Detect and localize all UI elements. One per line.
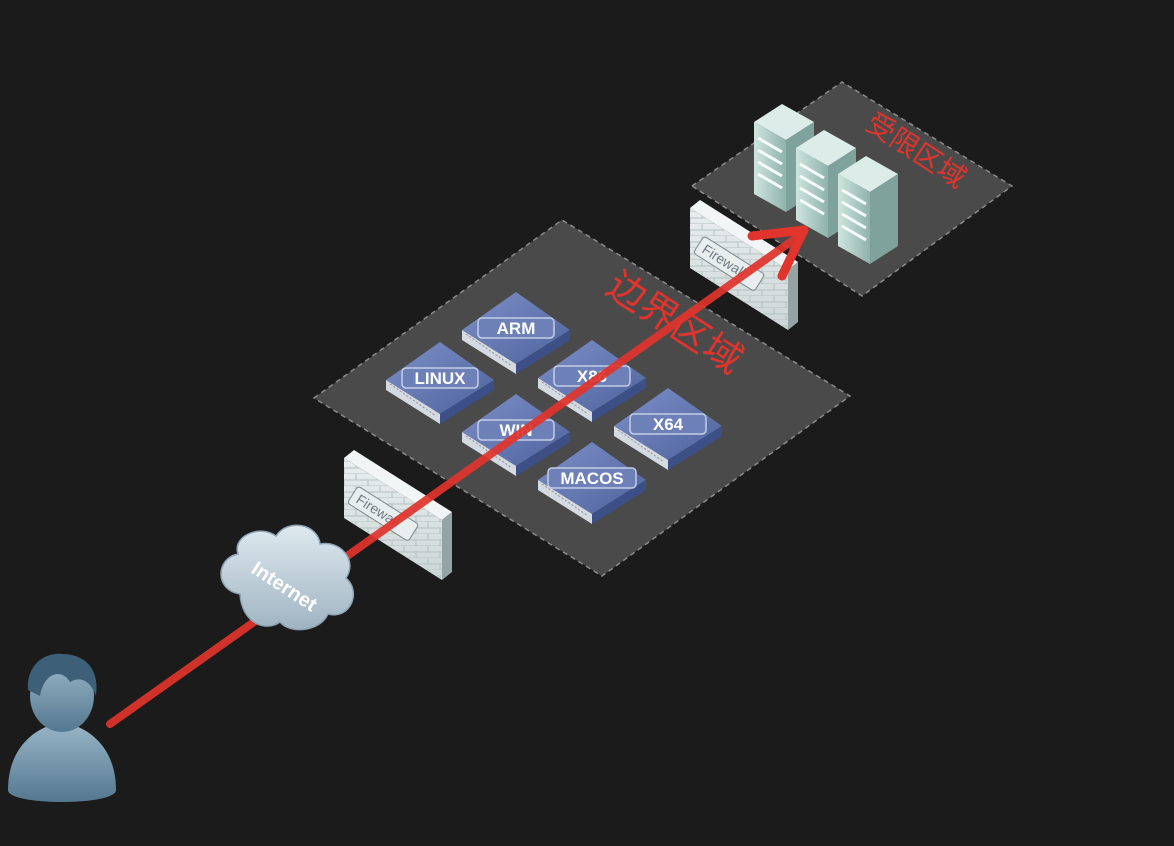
device-macos: MACOS bbox=[538, 442, 646, 524]
user-avatar-icon bbox=[8, 653, 116, 802]
device-x64: X64 bbox=[614, 388, 722, 470]
internet-cloud-icon: Internet bbox=[220, 524, 355, 631]
device-arm: ARM bbox=[462, 292, 570, 374]
device-label: ARM bbox=[497, 319, 536, 338]
device-label: X64 bbox=[653, 415, 684, 434]
device-win: WIN bbox=[462, 394, 570, 476]
device-linux: LINUX bbox=[386, 342, 494, 424]
attack-path-arrow bbox=[106, 225, 809, 728]
server-cluster-icon bbox=[754, 104, 898, 264]
device-label: MACOS bbox=[560, 469, 623, 488]
device-label: LINUX bbox=[415, 369, 467, 388]
